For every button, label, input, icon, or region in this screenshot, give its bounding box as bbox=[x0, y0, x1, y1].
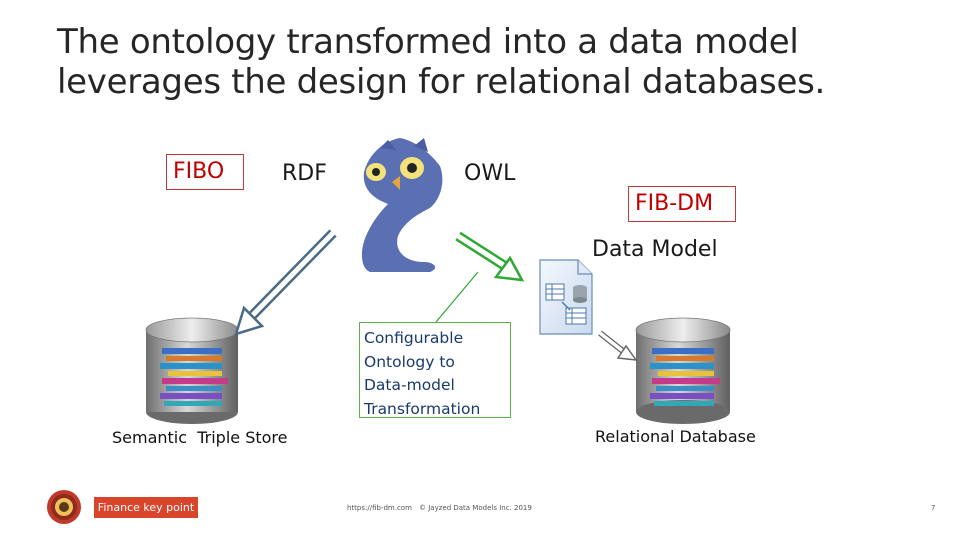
rdf-label: RDF bbox=[282, 161, 327, 186]
database-icon bbox=[635, 317, 731, 424]
database-icon bbox=[145, 317, 239, 424]
transformation-line: Ontology to bbox=[364, 352, 455, 371]
transformation-line: Transformation bbox=[364, 399, 481, 418]
title-line-1: The ontology transformed into a data mod… bbox=[57, 22, 799, 62]
arrow-to-triple-store bbox=[234, 229, 337, 336]
owl-icon bbox=[361, 138, 443, 272]
transformation-box: Configurable Ontology to Data-model Tran… bbox=[359, 322, 511, 418]
fibo-label: FIBO bbox=[166, 154, 244, 190]
title-line-2: leverages the design for relational data… bbox=[57, 62, 826, 102]
data-model-label: Data Model bbox=[592, 237, 718, 262]
company-seal-icon bbox=[47, 490, 81, 524]
relational-db-caption: Relational Database bbox=[595, 427, 756, 446]
arrow-to-data-model bbox=[455, 231, 525, 282]
page-number: 7 bbox=[931, 504, 936, 512]
owl-label: OWL bbox=[464, 161, 516, 186]
arrow-to-relational-db bbox=[598, 330, 638, 361]
slide-title: The ontology transformed into a data mod… bbox=[57, 22, 877, 102]
data-model-file-icon bbox=[539, 259, 593, 335]
triple-store-caption: Semantic Triple Store bbox=[112, 428, 288, 447]
finance-key-point-tag: Finance key point bbox=[94, 497, 198, 518]
transformation-connector bbox=[435, 271, 479, 323]
footer-url[interactable]: https://fib-dm.com bbox=[347, 504, 412, 512]
footer-copyright: © Jayzed Data Models Inc. 2019 bbox=[419, 504, 532, 512]
fibdm-label: FIB-DM bbox=[628, 186, 736, 222]
transformation-line: Configurable bbox=[364, 329, 464, 347]
transformation-line: Data-model bbox=[364, 376, 455, 394]
